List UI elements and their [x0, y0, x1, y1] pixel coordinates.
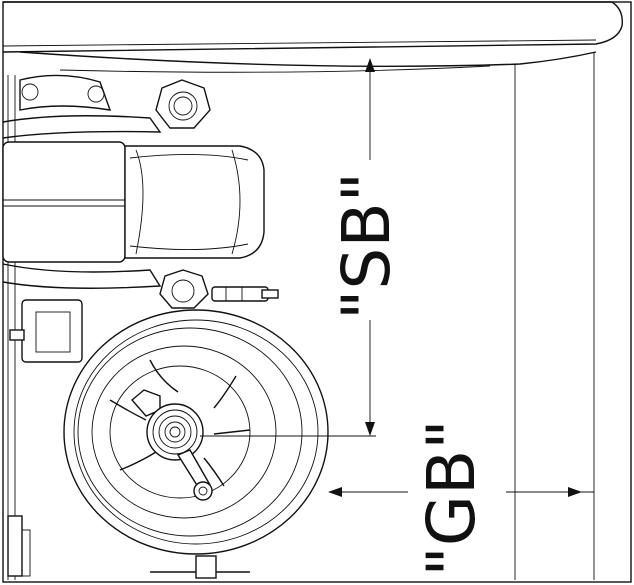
wheel — [63, 309, 329, 555]
fender-panel — [2, 1, 623, 73]
sb-dimension — [200, 58, 376, 437]
grease-fitting — [211, 286, 279, 302]
upper-bolt — [155, 79, 211, 129]
lower-bolt — [159, 269, 209, 309]
sb-label: "SB" — [328, 172, 405, 320]
gb-dimension — [328, 487, 594, 497]
spring-assembly — [2, 74, 265, 289]
lower-fragments — [7, 515, 250, 579]
gb-label: "GB" — [413, 419, 490, 576]
left-bracket — [9, 299, 83, 363]
